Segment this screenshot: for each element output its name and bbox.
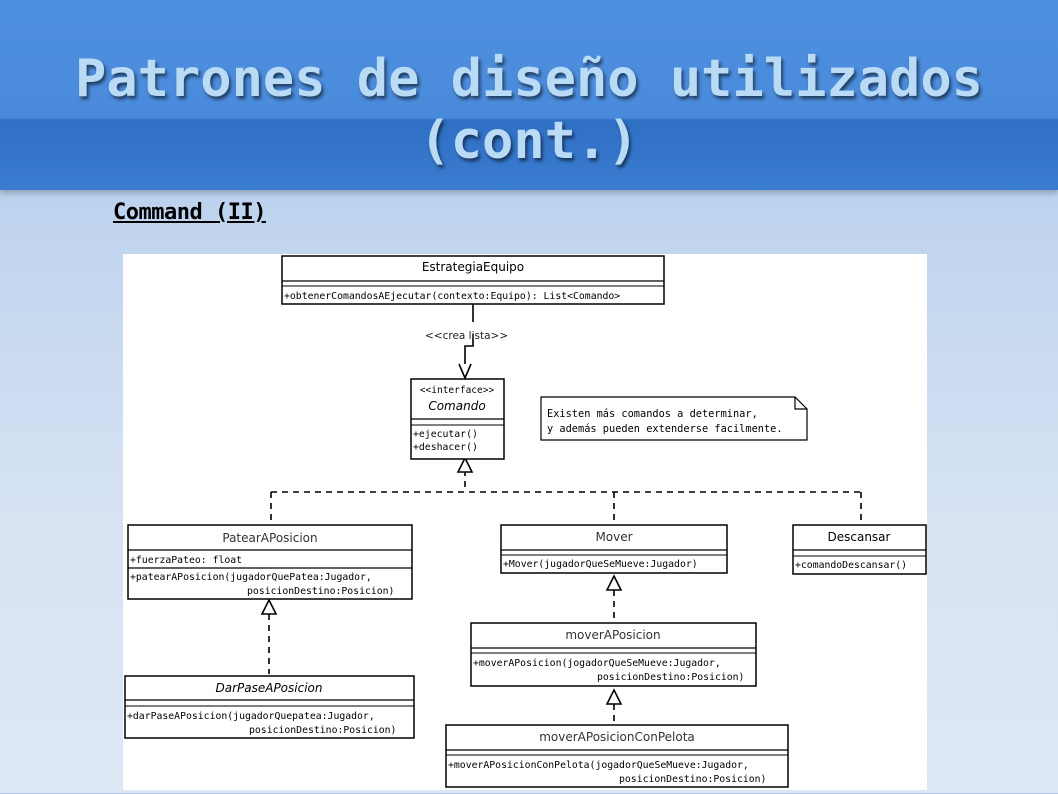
class-name: PatearAPosicion	[222, 531, 317, 545]
relation-label: <<crea lista>>	[425, 330, 508, 342]
class-estrategiaequipo: EstrategiaEquipo +obtenerComandosAEjecut…	[281, 255, 665, 305]
class-mover: Mover +Mover(jugadorQueSeMueve:Jugador)	[500, 524, 728, 574]
class-method: posicionDestino:Posicion)	[619, 774, 766, 785]
realization-triangle-comando	[456, 456, 474, 473]
class-method: +moverAPosicionConPelota(jogadorQueSeMue…	[448, 760, 749, 771]
interface-stereotype: <<interface>>	[420, 385, 495, 396]
uml-diagram-canvas: <<crea lista>> EstrategiaEquipo +obtener…	[124, 255, 927, 788]
class-method: +comandoDescansar()	[795, 560, 907, 571]
class-method: posicionDestino:Posicion)	[597, 672, 744, 683]
note-line: Existen más comandos a determinar,	[547, 408, 758, 420]
class-patearaposicion: PatearAPosicion +fuerzaPateo: float +pat…	[127, 524, 413, 600]
class-method: +obtenerComandosAEjecutar(contexto:Equip…	[284, 291, 620, 302]
class-attribute: +fuerzaPateo: float	[130, 555, 242, 566]
generalization-triangle-patear	[260, 598, 278, 615]
class-method: posicionDestino:Posicion)	[249, 725, 396, 736]
slide-title: Patrones de diseño utilizados (cont.)	[0, 48, 1058, 172]
class-name: DarPaseAPosicion	[215, 681, 322, 695]
class-descansar: Descansar +comandoDescansar()	[792, 524, 927, 575]
class-method: +Mover(jugadorQueSeMueve:Jugador)	[503, 559, 698, 570]
generalization-triangle-mover	[605, 574, 623, 591]
note: Existen más comandos a determinar, y ade…	[540, 396, 808, 441]
title-band	[0, 0, 1058, 190]
generalization-triangle-moverapos	[605, 688, 623, 705]
class-name: moverAPosicion	[565, 628, 660, 642]
slide-title-line-2: (cont.)	[419, 111, 639, 171]
dependency-arrowhead	[458, 363, 472, 381]
interface-method: +deshacer()	[413, 442, 478, 453]
class-method: +patearAPosicion(jugadorQuePatea:Jugador…	[130, 572, 372, 583]
interface-comando: <<interface>> Comando +ejecutar() +desha…	[410, 378, 505, 460]
class-darpaseaposicion: DarPaseAPosicion +darPaseAPosicion(jugad…	[124, 675, 415, 739]
class-method: posicionDestino:Posicion)	[247, 586, 394, 597]
interface-name: Comando	[428, 399, 485, 413]
class-name: Descansar	[828, 530, 891, 544]
slide-title-line-1: Patrones de diseño utilizados	[75, 49, 983, 109]
dependency-line	[464, 304, 474, 364]
class-moveraposicionconpelota: moverAPosicionConPelota +moverAPosicionC…	[445, 724, 789, 788]
class-method: +moverAPosicion(jogadorQueSeMueve:Jugado…	[473, 658, 721, 669]
class-name: moverAPosicionConPelota	[539, 730, 695, 744]
uml-diagram: <<crea lista>> EstrategiaEquipo +obtener…	[123, 254, 927, 790]
connectors	[260, 304, 862, 724]
class-method: +darPaseAPosicion(jugadorQuepatea:Jugado…	[127, 711, 375, 722]
class-name: EstrategiaEquipo	[422, 260, 524, 274]
note-line: y además pueden extenderse facilmente.	[547, 423, 783, 435]
slide-subtitle: Command (II)	[113, 200, 266, 225]
class-moveraposicion: moverAPosicion +moverAPosicion(jogadorQu…	[470, 622, 757, 687]
interface-method: +ejecutar()	[413, 429, 478, 440]
class-name: Mover	[595, 530, 632, 544]
